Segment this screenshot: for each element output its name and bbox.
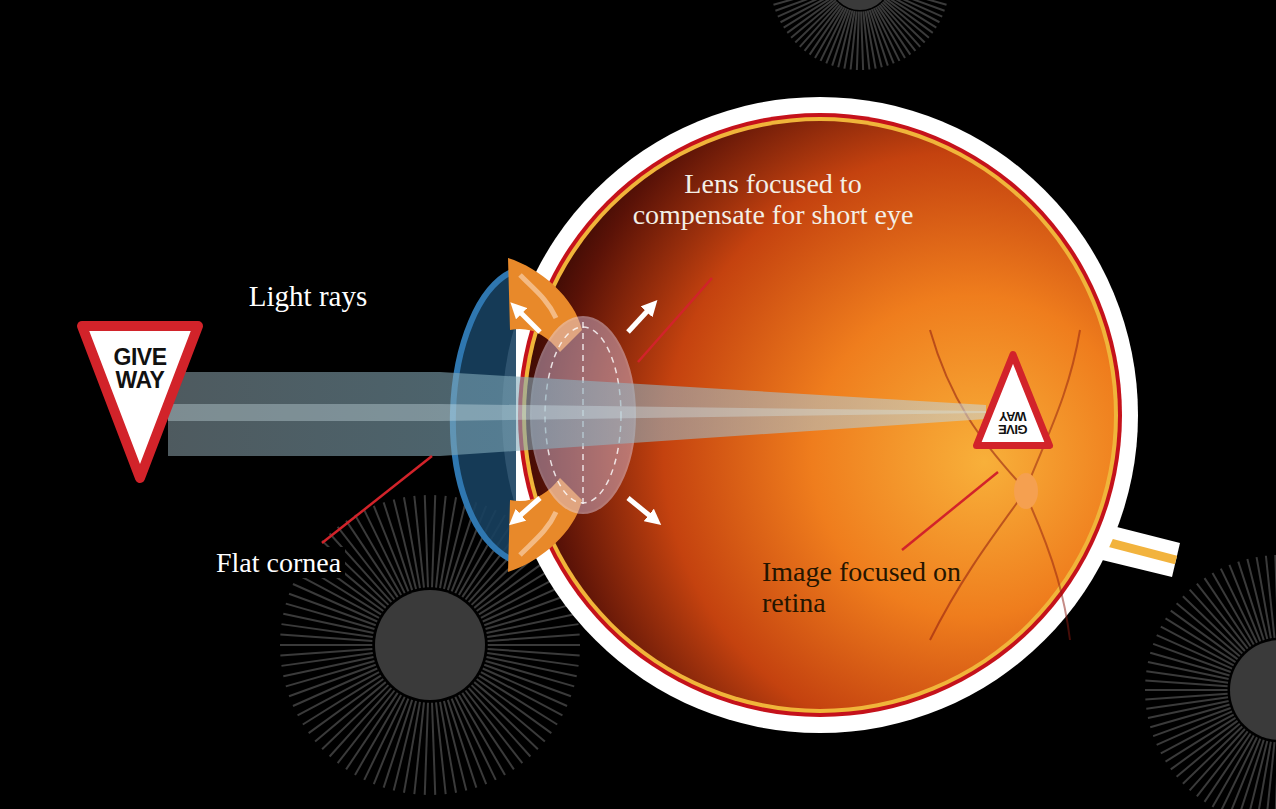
- sunburst-ray: [309, 679, 384, 733]
- sunburst-ray: [1205, 734, 1251, 802]
- sunburst-ray: [1213, 735, 1254, 806]
- sunburst-ray: [404, 497, 420, 588]
- sign-outline: [82, 326, 198, 478]
- accommodation-arrow: [628, 306, 652, 332]
- sunburst-core: [375, 590, 485, 700]
- sunburst-ray: [293, 668, 377, 706]
- sunburst-ray: [1266, 556, 1275, 638]
- sunburst-ray: [1166, 618, 1236, 662]
- sunburst-ray: [280, 649, 372, 655]
- sunburst-ray: [876, 7, 905, 58]
- sunburst-ray: [414, 496, 424, 588]
- sunburst-ray: [289, 665, 376, 697]
- sunburst-ray: [462, 693, 514, 769]
- callout-label: Image focused on retina: [762, 556, 962, 619]
- sunburst-ray: [773, 0, 829, 5]
- sunburst-ray: [469, 688, 531, 757]
- sunburst-ray: [364, 697, 404, 780]
- callout-label: Flat cornea: [212, 547, 345, 578]
- sunburst-ray: [432, 495, 435, 587]
- sunburst-ray: [440, 702, 456, 793]
- sunburst-ray: [1275, 555, 1276, 637]
- sunburst-ray: [488, 644, 580, 646]
- sunburst-ray: [857, 11, 859, 69]
- blood-vessel: [1028, 500, 1070, 640]
- ciliary-body: [520, 275, 556, 318]
- sunburst-ray: [481, 672, 562, 715]
- sunburst-ray: [1275, 742, 1276, 809]
- accommodation-arrow: [515, 498, 540, 520]
- sunburst-ray: [479, 676, 557, 725]
- leader-line: [638, 278, 712, 362]
- sunburst-ray: [1145, 694, 1227, 700]
- sunburst-ray: [303, 676, 381, 725]
- sign-text: GIVE WAY: [103, 346, 177, 392]
- sunburst-ray: [1161, 627, 1234, 666]
- sunburst-ray: [414, 702, 424, 794]
- leader-line: [322, 456, 432, 543]
- sunburst: [770, 0, 950, 70]
- road-sign: GIVE WAY: [972, 350, 1054, 450]
- leader-line: [902, 472, 998, 550]
- sunburst-ray: [1205, 578, 1251, 646]
- label-box: Light rays: [248, 280, 368, 312]
- sunburst-ray: [821, 8, 847, 61]
- sunburst-ray: [484, 594, 571, 626]
- sign-text: GIVE WAY: [991, 410, 1035, 436]
- sunburst-ray: [1229, 565, 1260, 641]
- sunburst-ray: [346, 521, 398, 597]
- sunburst-ray: [280, 644, 372, 646]
- light-beam: [168, 372, 986, 456]
- sunburst-ray: [425, 703, 428, 795]
- sunburst-ray: [863, 11, 869, 69]
- road-sign: GIVE WAY: [76, 320, 204, 484]
- sunburst-ray: [1157, 711, 1232, 745]
- sunburst-ray: [872, 9, 894, 63]
- label-box: Flat cornea: [212, 547, 412, 578]
- sunburst-ray: [1266, 742, 1275, 809]
- sunburst-ray: [374, 506, 409, 592]
- sunburst-ray: [346, 693, 398, 769]
- light-beam-core: [168, 404, 986, 421]
- sunburst: [1145, 555, 1276, 809]
- sign-outline: [977, 355, 1050, 446]
- ciliary-body: [520, 512, 556, 555]
- sunburst-ray: [452, 699, 487, 785]
- sunburst-ray: [1145, 689, 1228, 691]
- sunburst-ray: [355, 695, 401, 775]
- sign-triangle: [76, 320, 204, 484]
- sunburst-ray: [1221, 737, 1257, 809]
- sunburst-ray: [298, 575, 379, 618]
- callout-label: Lens focused to compensate for short eye: [628, 168, 918, 231]
- accommodation-arrow: [516, 308, 540, 332]
- label-box: Image focused on retina: [762, 556, 962, 619]
- sunburst-ray: [488, 635, 580, 641]
- sunburst-ray: [861, 11, 863, 69]
- sunburst-ray: [778, 0, 831, 17]
- callout-label: Light rays: [249, 280, 367, 312]
- optic-disc: [1014, 473, 1038, 509]
- sunburst-ray: [1171, 721, 1238, 769]
- sunburst-ray: [436, 702, 446, 794]
- label-box: Lens focused to compensate for short eye: [628, 168, 918, 231]
- sunburst-ray: [1257, 557, 1271, 638]
- sunburst-core: [1230, 640, 1276, 740]
- sunburst-core: [830, 0, 890, 10]
- accommodation-arrow: [628, 498, 655, 520]
- sunburst-ray: [436, 496, 446, 588]
- sunburst-ray: [432, 703, 435, 795]
- sunburst-ray: [425, 495, 428, 587]
